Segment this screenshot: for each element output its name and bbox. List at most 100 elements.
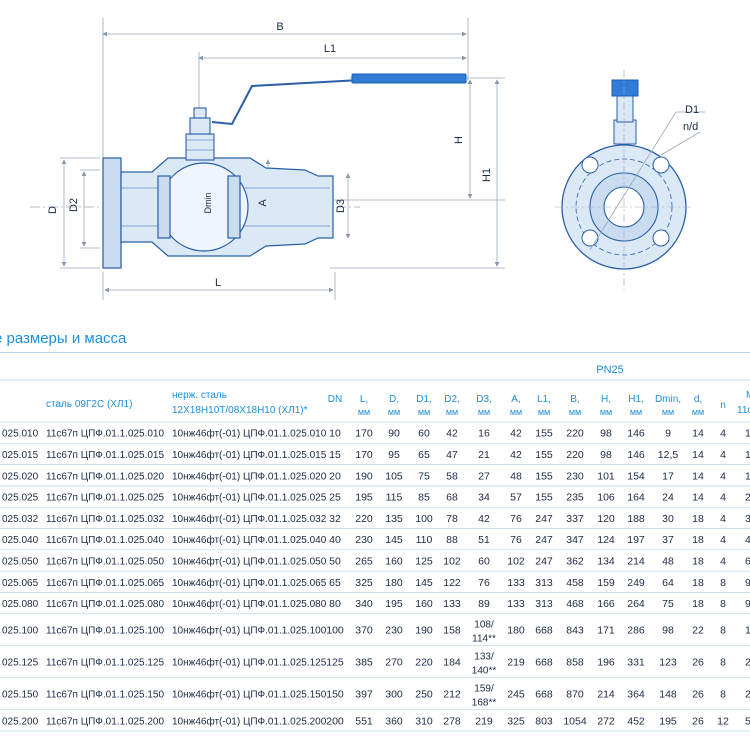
row-code: 025.050 [2, 556, 39, 567]
header-unit-d1: мм [418, 407, 430, 417]
valve-stem [185, 107, 215, 161]
row-code: 025.200 [2, 716, 39, 727]
row-d: 18 [692, 513, 704, 525]
row-n: 8 [720, 657, 726, 669]
row-steel-code: 11с67п ЦПФ.01.1.025.025 [46, 493, 164, 504]
row-d: 26 [692, 657, 704, 669]
row-n: 4 [720, 534, 726, 546]
valve-side-view [555, 70, 705, 290]
dim-label-d: D [47, 206, 59, 214]
row-a: 245 [507, 689, 525, 701]
row-steel-code: 11с67п ЦПФ.01.1.025.040 [46, 535, 164, 546]
row-l1: 803 [535, 715, 553, 727]
row-h1: 249 [627, 577, 645, 589]
row-d: 18 [692, 577, 704, 589]
row-b: 362 [566, 555, 584, 567]
row-h: 166 [597, 598, 615, 610]
header-h: H, [601, 394, 611, 405]
row-n: 4 [720, 449, 726, 461]
row-h: 101 [597, 470, 615, 482]
row-l1: 155 [535, 449, 553, 461]
header-a: A, [511, 394, 520, 405]
row-dmin: 30 [662, 513, 674, 525]
row-stainless-code: 10нж46фт(-01) ЦПФ.01.1.025.010 [172, 428, 327, 440]
row-a: 133 [507, 598, 525, 610]
dim-label-a: A [257, 199, 269, 207]
dim-label-l: L [215, 277, 221, 289]
header-b: B, [570, 394, 579, 405]
row-n: 8 [720, 689, 726, 701]
row-b: 1054 [563, 715, 587, 727]
row-dn: 25 [329, 492, 341, 504]
row-d2: 122 [443, 577, 461, 589]
header-dn: DN [328, 394, 342, 405]
header-steel: сталь 09Г2С (ХЛ1) [46, 399, 132, 410]
table-grid [0, 379, 750, 732]
row-h: 98 [600, 449, 612, 461]
row-a: 57 [510, 492, 522, 504]
row-mass: 4 [745, 534, 750, 546]
row-l: 170 [355, 449, 373, 461]
dim-label-d1: D1 [685, 104, 699, 116]
header-unit-dmin: мм [662, 407, 674, 417]
header-h1: H1, [628, 394, 644, 405]
row-mass: 3 [745, 513, 750, 525]
row-h: 120 [597, 513, 615, 525]
row-b: 870 [566, 689, 584, 701]
row-h1: 164 [627, 492, 645, 504]
row-h1: 364 [627, 689, 645, 701]
row-d1: 190 [415, 625, 433, 637]
row-n: 8 [720, 598, 726, 610]
row-d2: 278 [443, 715, 461, 727]
row-d3: 42 [478, 513, 490, 525]
row-h: 124 [597, 534, 615, 546]
row-l1: 668 [535, 657, 553, 669]
row-n: 4 [720, 470, 726, 482]
row-d3-alt: 114** [472, 634, 496, 645]
row-mass: 1 [745, 449, 750, 461]
header-unit-a: мм [510, 407, 522, 417]
row-dmin: 98 [662, 625, 674, 637]
row-a: 42 [510, 428, 522, 440]
row-dmin: 48 [662, 555, 674, 567]
row-dn: 65 [329, 577, 341, 589]
row-code: 025.150 [2, 690, 39, 701]
dim-label-dmin: Dmin [203, 192, 213, 213]
row-d: 105 [385, 470, 403, 482]
header-unit-l: мм [358, 407, 370, 417]
row-d2: 88 [446, 534, 458, 546]
row-code: 025.015 [2, 450, 39, 461]
row-steel-code: 11с67п ЦПФ.01.1.025.065 [46, 578, 164, 589]
row-d1: 110 [416, 534, 433, 546]
row-dn: 100 [326, 625, 344, 637]
row-l: 265 [355, 555, 373, 567]
row-steel-code: 11с67п ЦПФ.01.1.025.015 [46, 450, 164, 461]
row-steel-code: 11с67п ЦПФ.01.1.025.125 [46, 658, 164, 669]
row-a: 76 [510, 534, 522, 546]
row-a: 180 [507, 625, 525, 637]
row-d: 26 [692, 715, 704, 727]
header-l: L, [360, 394, 368, 405]
dim-label-h1: H1 [481, 168, 493, 182]
row-mass: 15 [745, 625, 750, 637]
row-h1: 452 [627, 715, 645, 727]
row-d1: 75 [418, 470, 430, 482]
header-l1: L1, [537, 394, 551, 405]
row-dmin: 75 [662, 598, 674, 610]
row-dmin: 195 [659, 715, 677, 727]
row-steel-code: 11с67п ЦПФ.01.1.025.020 [46, 471, 164, 482]
row-dmin: 148 [659, 689, 677, 701]
row-n: 8 [720, 625, 726, 637]
row-l1: 313 [535, 577, 553, 589]
row-l: 220 [355, 513, 373, 525]
row-mass: 57 [745, 715, 750, 727]
row-h: 214 [597, 689, 615, 701]
row-a: 219 [507, 657, 525, 669]
row-b: 347 [566, 534, 584, 546]
row-stainless-code: 10нж46фт(-01) ЦПФ.01.1.025.032 [172, 513, 327, 525]
valve-handle [211, 73, 467, 126]
row-d1: 220 [415, 657, 433, 669]
